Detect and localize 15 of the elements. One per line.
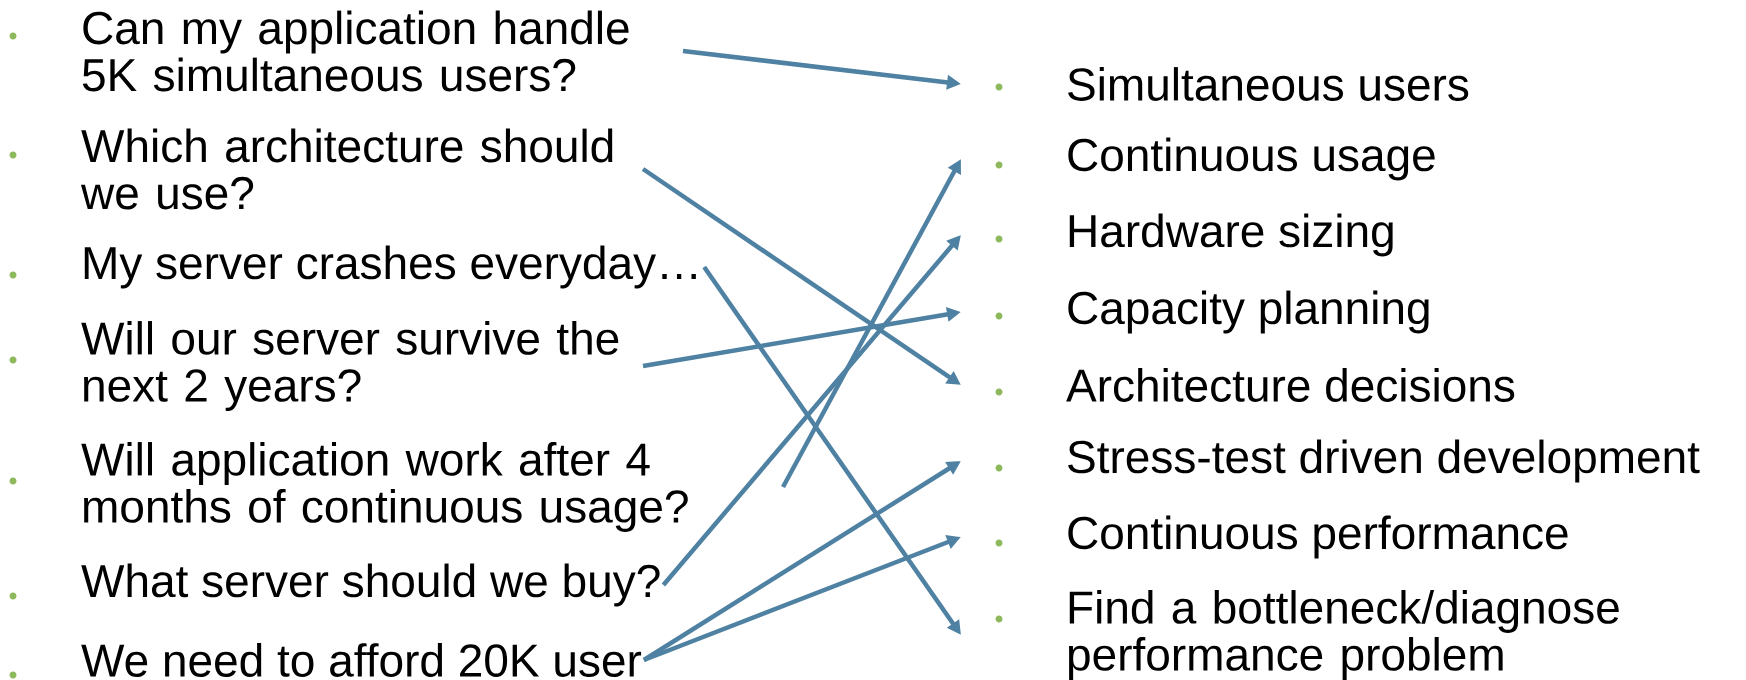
bullet-item: Hardware sizing	[1069, 213, 1393, 257]
bullet-item: Architecture decisions	[1066, 368, 1515, 402]
bullet-item: Which architecture should we use?	[80, 128, 613, 210]
bullet-item: Will our server survive the next 2 years?	[81, 321, 619, 411]
bullet-item: Simultaneous users	[1068, 67, 1469, 101]
bullet-item: Stress-test driven development	[1068, 439, 1700, 483]
bullet-item: My server crashes everyday…	[84, 245, 696, 289]
bullet-item: Capacity planning	[1068, 290, 1429, 334]
bullet-item: Can my application handle 5K simultaneous users?	[82, 10, 629, 92]
bullet-item: Continuous performance	[1068, 515, 1568, 559]
bullet-item: What server should we buy?	[81, 563, 660, 607]
bullet-item: Find a bottleneck/diagnose performance problem	[1068, 590, 1619, 680]
bullet-item: Continuous usage	[1068, 137, 1435, 181]
bullet-item: We need to afford 20K user	[81, 643, 642, 677]
bullet-item: Will application work after 4 months of continuous usage?	[81, 442, 688, 532]
